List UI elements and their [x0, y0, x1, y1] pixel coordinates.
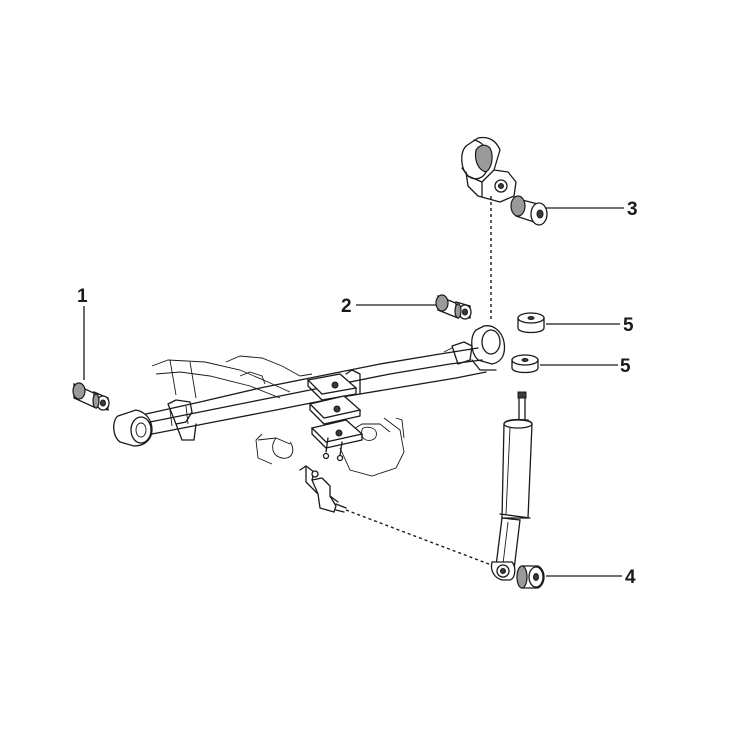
callout-label-1: 1	[77, 286, 88, 307]
shock-absorber	[490, 391, 533, 581]
part-5-upper-mount-rubber-top	[517, 312, 545, 334]
assembly-line-lower	[345, 509, 495, 567]
callout-label-5-bottom: 5	[620, 356, 631, 377]
spring-pads	[306, 369, 364, 462]
chassis-frame	[151, 355, 405, 477]
callout-label-2: 2	[341, 296, 352, 317]
part-3-shackle-bushing	[510, 195, 548, 226]
part-1-spring-eye-bushing	[72, 382, 110, 411]
callout-label-3: 3	[627, 199, 638, 220]
part-2-rear-eye-bushing	[435, 294, 472, 320]
leaf-spring	[113, 325, 506, 447]
lower-shock-bracket	[299, 465, 347, 513]
part-4-shock-lower-bushing	[516, 565, 545, 589]
part-5-upper-mount-rubber-bottom	[511, 354, 539, 374]
shackle-bracket	[461, 136, 517, 203]
callout-label-4: 4	[625, 567, 636, 588]
callout-label-5-top: 5	[623, 315, 634, 336]
